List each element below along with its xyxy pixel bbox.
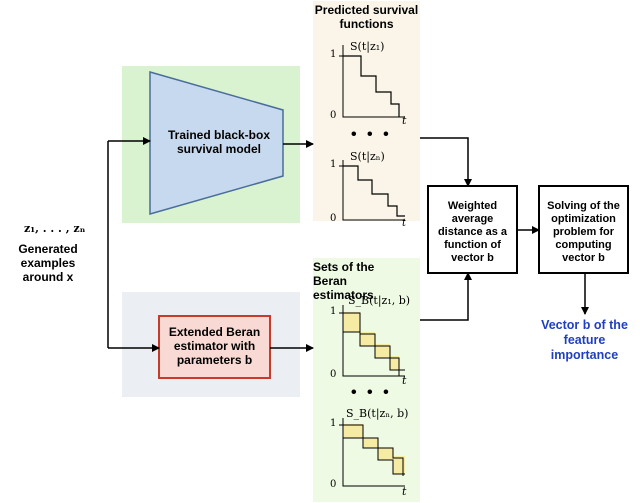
beran-tick-one-1: 1 [330, 306, 337, 317]
optimization-box [538, 185, 629, 274]
beran-plot-2 [339, 418, 405, 487]
plot-axes [342, 160, 405, 221]
beran-estimator-box [158, 315, 271, 379]
beran-ellipsis: • • • [351, 384, 392, 401]
lower-step [343, 437, 405, 475]
beran-estimator-label: Extended Beran estimator with parameters… [168, 325, 261, 367]
predicted-plot-1 [339, 45, 405, 118]
predicted-plot-2 [339, 160, 405, 221]
beran-panel-title: Sets of the Beran estimators [313, 260, 375, 302]
beran-tick-zero-1: 0 [330, 369, 337, 380]
predicted-ellipsis: • • • [351, 126, 392, 143]
plot-axes [342, 45, 405, 118]
beran-tick-zero-2: 0 [330, 479, 337, 490]
arrow-predicted-to-distance [420, 137, 472, 187]
predicted-func-1: S(t|z₁) [350, 40, 385, 53]
beran-axis-t-2: t [402, 485, 407, 498]
predicted-tick-zero-1: 0 [330, 110, 337, 121]
beran-func-2: S_B(t|zₙ, b) [346, 407, 409, 420]
predicted-panel [313, 1, 420, 221]
distance-box [427, 185, 518, 274]
black-box-label: Trained black-box survival model [167, 128, 271, 156]
beran-func-1: S_B(t|z₁, b) [348, 294, 411, 307]
predicted-func-2: S(t|zₙ) [350, 150, 385, 163]
plot-axes [342, 305, 405, 377]
survival-step [343, 165, 405, 217]
arrow-beran-to-distance [420, 272, 472, 321]
predicted-tick-one-1: 1 [330, 49, 337, 60]
predicted-axis-t-1: t [402, 114, 407, 127]
predicted-panel-title: Predicted survival functions [314, 3, 419, 31]
survival-step [343, 55, 400, 117]
result-label: Vector b of the feature importance [541, 318, 628, 362]
input-variables: z₁, . . . , zₙ [24, 222, 86, 235]
distance-box-label: Weighted average distance as a function … [437, 200, 508, 264]
lower-step [343, 331, 405, 371]
beran-plot-1 [339, 305, 405, 377]
beran-tick-one-2: 1 [330, 418, 337, 429]
predicted-tick-one-2: 1 [330, 159, 337, 170]
predicted-axis-t-2: t [402, 218, 407, 229]
generated-examples-label: Generated examples around x [18, 242, 78, 284]
beran-axis-t-1: t [402, 374, 407, 387]
black-box-trapezoid [149, 71, 284, 215]
predicted-tick-zero-2: 0 [330, 213, 337, 224]
plot-axes [342, 418, 405, 487]
optimization-box-label: Solving of the optimization problem for … [547, 200, 620, 264]
